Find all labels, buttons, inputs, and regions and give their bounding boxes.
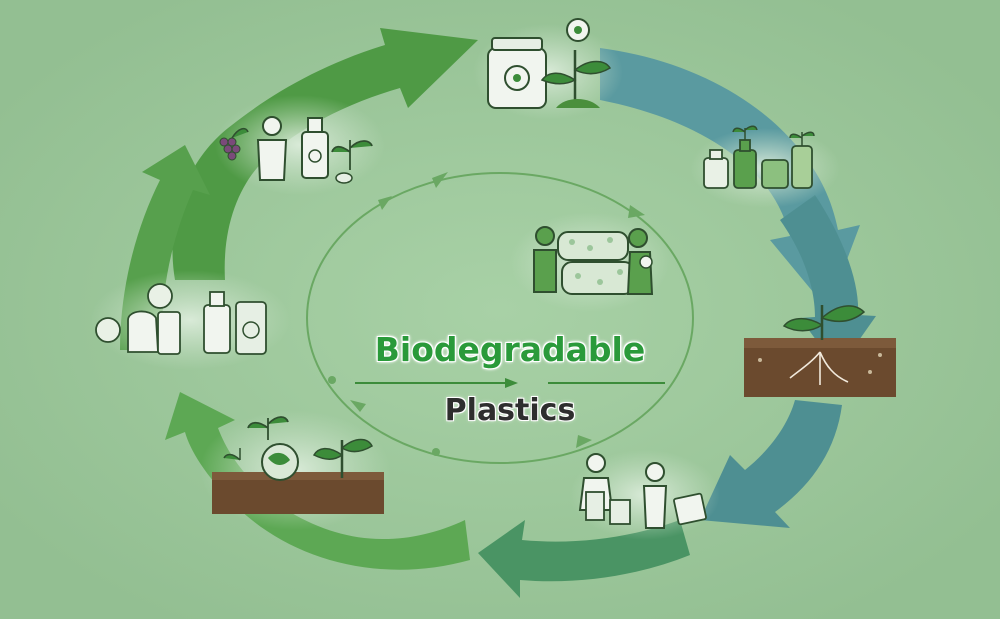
arrow-lower-right xyxy=(700,400,842,528)
person-and-bottle-icon xyxy=(215,95,385,195)
soil-roots-icon xyxy=(744,305,896,397)
title-plastics: Plastics xyxy=(444,393,576,428)
people-examining-material-icon xyxy=(510,212,670,312)
inner-arrowhead-1 xyxy=(432,172,448,188)
inner-arrowhead-4 xyxy=(350,400,366,412)
arrow-top-right xyxy=(600,48,860,310)
inner-dot-2 xyxy=(432,448,440,456)
soil-sprouts-icon xyxy=(200,410,390,530)
arrow-right xyxy=(780,195,876,370)
title-biodegradable: Biodegradable xyxy=(374,330,646,369)
arrow-top-left xyxy=(172,28,478,280)
food-containers-icon xyxy=(90,270,290,370)
jar-and-seedling-icon xyxy=(473,18,623,120)
inner-dot-1 xyxy=(328,376,336,384)
people-with-bags-icon xyxy=(570,450,720,540)
title-rule-arrowhead xyxy=(505,378,518,388)
inner-arrowhead-5 xyxy=(378,196,392,210)
inner-arrowhead-3 xyxy=(576,435,592,448)
green-bottles-icon xyxy=(690,125,840,208)
inner-ring xyxy=(306,172,694,464)
inner-arrowhead-2 xyxy=(628,205,645,218)
